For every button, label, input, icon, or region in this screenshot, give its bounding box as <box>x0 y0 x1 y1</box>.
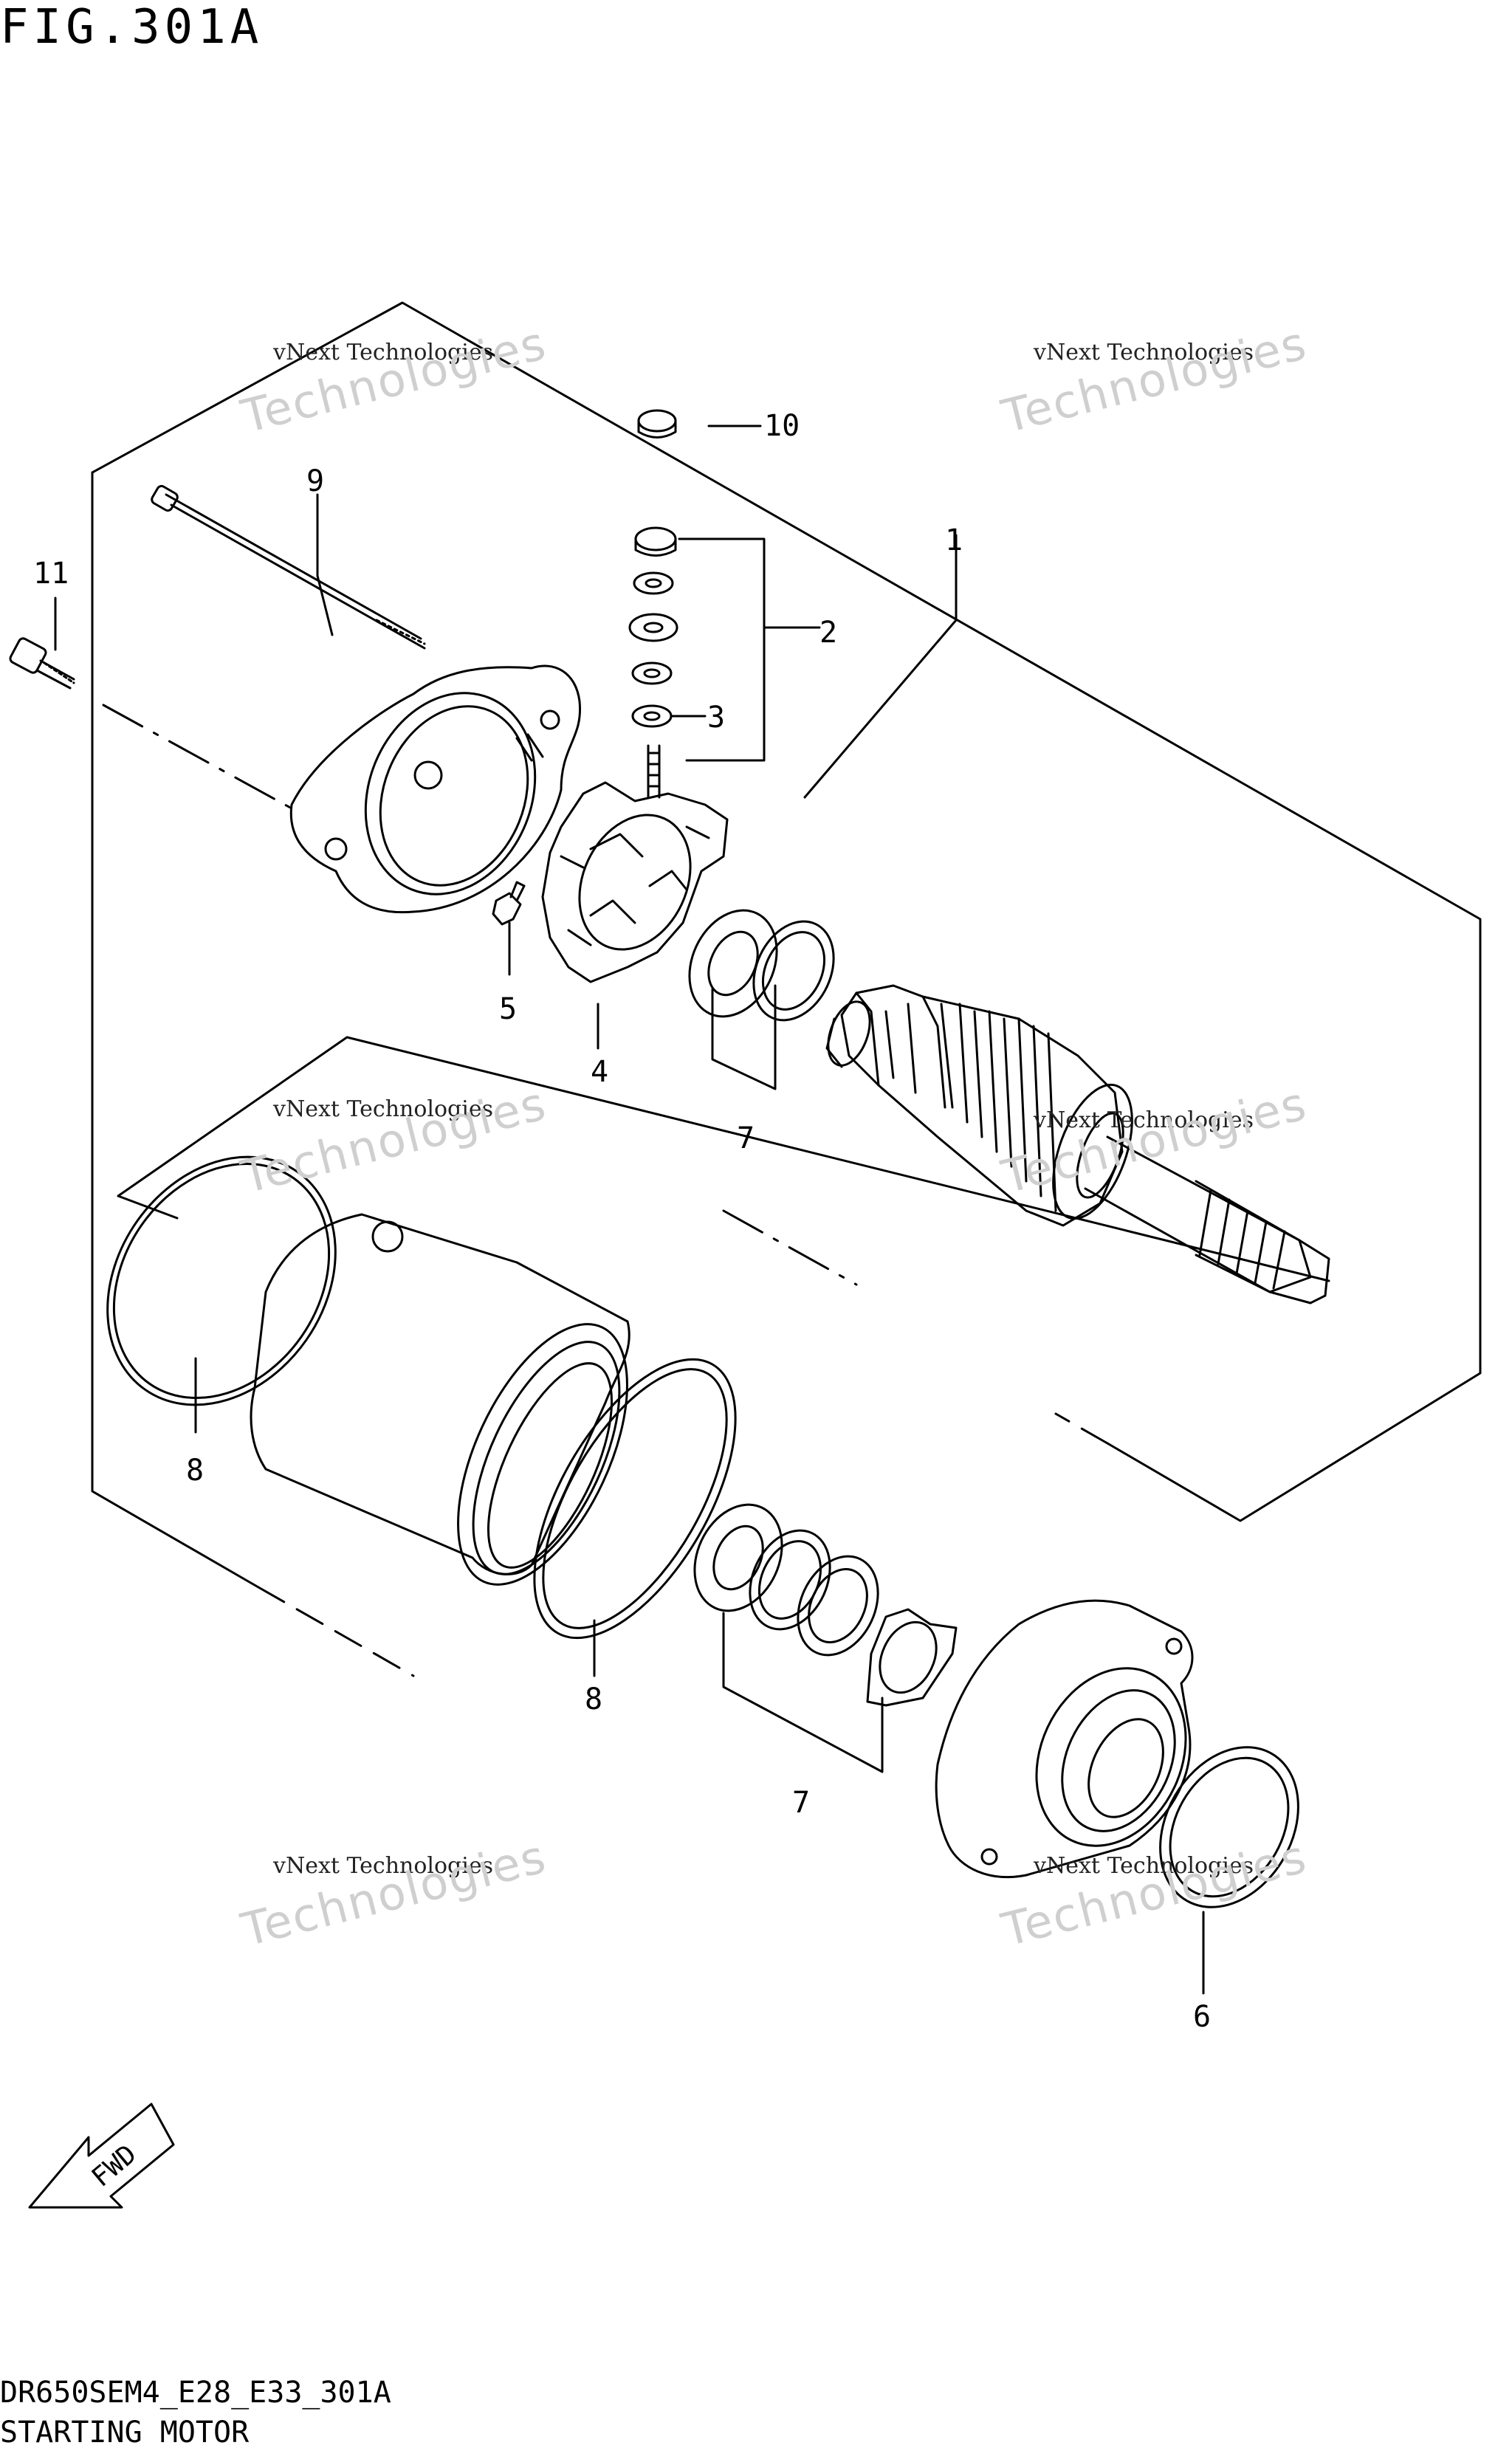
callout-8-lower: 8 <box>585 1682 602 1716</box>
callout-1: 1 <box>945 523 963 557</box>
figure-code: DR650SEM4_E28_E33_301A <box>0 2376 391 2410</box>
through-bolt <box>165 493 426 650</box>
callout-4: 4 <box>591 1055 608 1089</box>
bolt-11 <box>9 637 47 674</box>
callout-7-upper: 7 <box>737 1121 755 1155</box>
nut-10 <box>637 409 677 433</box>
figure-title: FIG.301A <box>0 0 264 55</box>
callout-2: 2 <box>819 616 837 650</box>
washer-7e <box>797 1555 879 1657</box>
fwd-label: FWD <box>86 2139 142 2193</box>
figure-name: STARTING MOTOR <box>0 2416 250 2450</box>
callout-9: 9 <box>306 464 324 498</box>
rear-cover <box>289 664 582 914</box>
o-ring-8b <box>533 1358 737 1640</box>
o-ring-8a <box>106 1155 337 1406</box>
o-ring-6 <box>1159 1746 1299 1908</box>
assembly-boundary-left <box>91 471 260 1589</box>
front-cover <box>935 1599 1194 1879</box>
callout-11: 11 <box>33 557 69 591</box>
lock-washer-7f <box>866 1608 958 1707</box>
callout-6: 6 <box>1193 2000 1211 2034</box>
washer-7a <box>688 909 778 1018</box>
armature <box>840 984 1124 1227</box>
fwd-arrow <box>28 2103 175 2209</box>
bolt-5 <box>492 881 526 926</box>
washer-7c <box>693 1503 783 1612</box>
washer-7d <box>749 1529 831 1631</box>
assembly-boundary <box>91 301 1482 1522</box>
yoke-housing <box>250 1213 630 1575</box>
callout-3: 3 <box>707 701 725 735</box>
callout-5: 5 <box>499 992 517 1026</box>
callout-7-lower: 7 <box>792 1786 810 1820</box>
callout-8-upper: 8 <box>186 1454 204 1488</box>
callout-10: 10 <box>764 409 800 443</box>
washer-7b <box>752 920 835 1022</box>
brush-holder <box>541 781 729 983</box>
